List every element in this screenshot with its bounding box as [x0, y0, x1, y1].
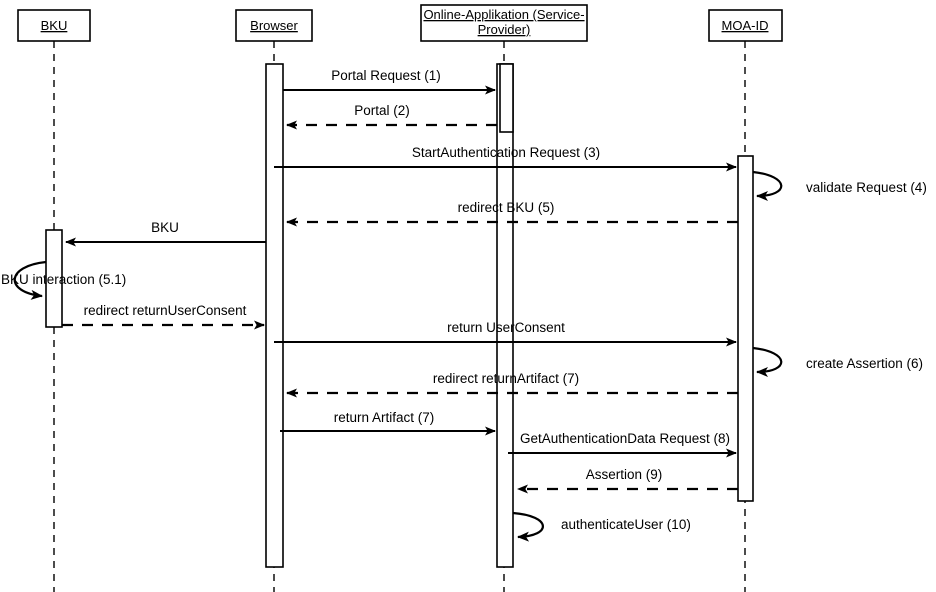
message-return-user-consent[interactable]: return UserConsent	[274, 320, 737, 347]
lifeline-header-browser-label: Browser	[250, 18, 298, 33]
message-portal-request-label: Portal Request (1)	[331, 68, 441, 83]
message-bku-interaction-label: BKU interaction (5.1)	[1, 272, 126, 287]
lifeline-header-browser[interactable]: Browser	[235, 9, 313, 42]
message-redirect-return-user-consent[interactable]: redirect returnUserConsent	[62, 303, 265, 330]
message-create-assertion[interactable]: create Assertion (6)	[752, 346, 923, 377]
lifeline-headers-group: BKU Browser Online-Applikation (Service-…	[17, 4, 783, 42]
message-bku-label: BKU	[151, 220, 179, 235]
message-get-authentication-data-request[interactable]: GetAuthenticationData Request (8)	[508, 431, 737, 458]
message-redirect-bku-label: redirect BKU (5)	[458, 200, 555, 215]
message-authenticate-user[interactable]: authenticateUser (10)	[512, 511, 691, 542]
message-create-assertion-label: create Assertion (6)	[806, 356, 923, 371]
message-bku[interactable]: BKU	[65, 220, 266, 247]
message-portal-response[interactable]: Portal (2)	[286, 103, 497, 130]
lifeline-header-oa-label-line1: Online-Applikation (Service-	[423, 7, 584, 22]
message-return-artifact-label: return Artifact (7)	[334, 410, 435, 425]
message-start-authentication-request-label: StartAuthentication Request (3)	[412, 145, 600, 160]
message-redirect-bku[interactable]: redirect BKU (5)	[286, 200, 738, 227]
message-validate-request-label: validate Request (4)	[806, 180, 927, 195]
message-redirect-return-user-consent-label: redirect returnUserConsent	[84, 303, 247, 318]
activation-oa	[496, 63, 514, 568]
message-start-authentication-request[interactable]: StartAuthentication Request (3)	[274, 145, 737, 172]
message-portal-request[interactable]: Portal Request (1)	[283, 68, 496, 95]
activations-group	[45, 63, 754, 568]
message-return-artifact[interactable]: return Artifact (7)	[280, 410, 496, 436]
message-authenticate-user-label: authenticateUser (10)	[561, 517, 691, 532]
message-redirect-return-artifact[interactable]: redirect returnArtifact (7)	[286, 371, 738, 398]
lifeline-header-bku-label: BKU	[41, 18, 68, 33]
lifeline-header-oa[interactable]: Online-Applikation (Service- Provider)	[420, 4, 588, 42]
message-return-user-consent-label: return UserConsent	[447, 320, 565, 335]
message-bku-interaction[interactable]: BKU interaction (5.1)	[1, 260, 126, 300]
message-get-authentication-data-request-label: GetAuthenticationData Request (8)	[520, 431, 730, 446]
lifeline-header-oa-label-line2: Provider)	[478, 22, 531, 37]
message-portal-response-label: Portal (2)	[354, 103, 410, 118]
message-validate-request[interactable]: validate Request (4)	[752, 170, 927, 201]
lifeline-header-bku[interactable]: BKU	[17, 9, 91, 42]
message-assertion[interactable]: Assertion (9)	[517, 467, 738, 494]
lifeline-header-moaid[interactable]: MOA-ID	[708, 9, 783, 42]
activation-oa-initial	[499, 63, 514, 133]
activation-moaid	[737, 155, 754, 502]
activation-bku	[45, 229, 63, 328]
activation-browser	[265, 63, 284, 568]
message-redirect-return-artifact-label: redirect returnArtifact (7)	[433, 371, 579, 386]
message-assertion-label: Assertion (9)	[586, 467, 663, 482]
lifeline-header-moaid-label: MOA-ID	[722, 18, 769, 33]
